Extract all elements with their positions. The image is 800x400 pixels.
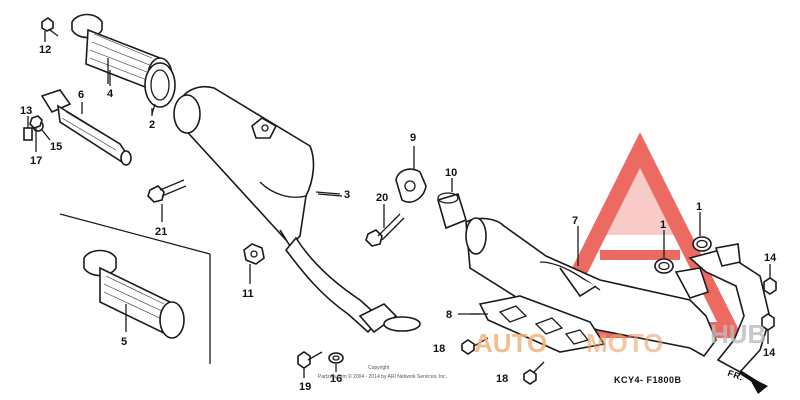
part-5-insert xyxy=(83,249,185,339)
callout-3: 3 xyxy=(344,189,350,201)
callout-18-b: 18 xyxy=(496,373,508,385)
part-1-gasket-left xyxy=(654,230,674,274)
part-13-screw xyxy=(23,116,33,141)
callout-11: 11 xyxy=(242,288,254,300)
part-2-ring xyxy=(144,62,176,115)
callout-10: 10 xyxy=(445,167,457,179)
callout-6: 6 xyxy=(78,89,84,101)
part-16-washer xyxy=(328,352,344,372)
part-10-gasket xyxy=(437,178,467,230)
copyright-line-2: Partzilla.com © 2004 - 2014 by ARI Netwo… xyxy=(318,373,447,380)
part-20-bolt xyxy=(365,204,405,247)
callout-1-right: 1 xyxy=(696,201,702,213)
front-direction-arrow-icon xyxy=(738,370,768,394)
part-18-screw-a xyxy=(461,337,489,355)
inset-frame xyxy=(59,213,211,364)
part-19-bolt xyxy=(297,351,323,378)
copyright-line-1: Copyright xyxy=(368,365,390,371)
callout-14-top: 14 xyxy=(764,252,777,264)
part-6-housing xyxy=(40,89,132,166)
callout-4: 4 xyxy=(107,88,114,100)
callout-19: 19 xyxy=(299,381,311,393)
callout-7: 7 xyxy=(572,215,578,227)
callout-17: 17 xyxy=(30,155,42,167)
part-18-screw-b xyxy=(523,361,545,385)
part-21-bolt xyxy=(147,179,187,222)
part-7-exhaust-pipe xyxy=(465,217,771,374)
drawing-reference: KCY4- F1800B xyxy=(614,375,682,385)
callout-16: 16 xyxy=(330,373,342,385)
callout-14-bottom: 14 xyxy=(763,347,776,359)
watermark-part1: AUTO xyxy=(474,328,547,358)
part-11-nut xyxy=(243,243,265,284)
part-17-nut xyxy=(29,115,43,152)
part-14-nut-bottom xyxy=(761,313,775,344)
part-1-gasket-right xyxy=(692,212,712,252)
watermark-part2: MOTO xyxy=(586,328,664,358)
callout-21: 21 xyxy=(155,226,167,238)
part-9-clamp xyxy=(395,146,427,203)
part-3-muffler xyxy=(173,86,421,334)
callout-5: 5 xyxy=(121,336,127,348)
callout-20: 20 xyxy=(376,192,388,204)
leader-lines xyxy=(109,70,488,315)
watermark-text: AUTO MOTO HUB xyxy=(474,319,766,358)
part-14-nut-top xyxy=(763,264,777,295)
watermark-part3: HUB xyxy=(710,319,766,349)
callout-2: 2 xyxy=(149,119,155,131)
callout-15: 15 xyxy=(50,141,62,153)
callout-1-left: 1 xyxy=(660,219,666,231)
part-8-heat-shield xyxy=(458,295,606,353)
callout-13: 13 xyxy=(20,105,32,117)
callout-12: 12 xyxy=(39,44,51,56)
part-12-screw xyxy=(41,17,59,42)
callout-8: 8 xyxy=(446,309,452,321)
callout-18-a: 18 xyxy=(433,343,445,355)
callout-9: 9 xyxy=(410,132,416,144)
